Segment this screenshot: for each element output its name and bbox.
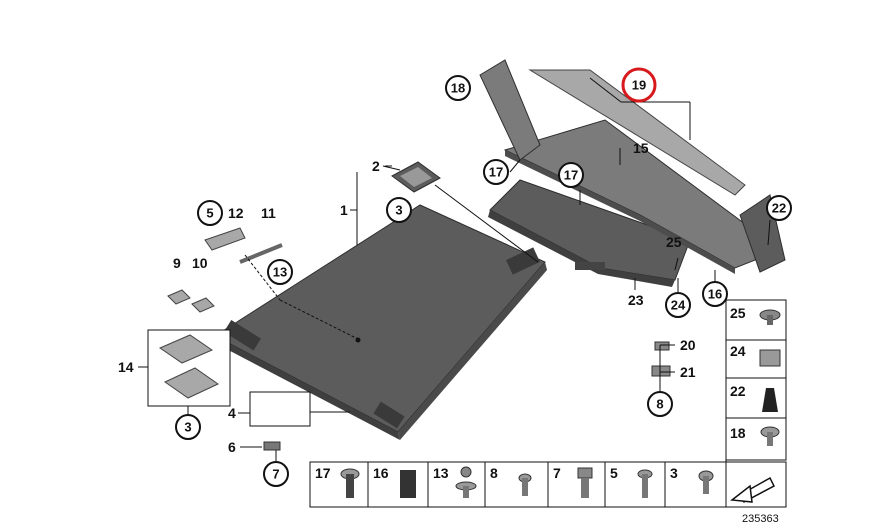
bottom-label-7: 7 bbox=[553, 465, 561, 481]
floor-support[interactable] bbox=[488, 179, 691, 287]
bottom-label-3: 3 bbox=[670, 465, 678, 481]
label-21: 21 bbox=[680, 364, 696, 380]
screw-icon-3 bbox=[698, 470, 714, 494]
clip-nut-icon-24 bbox=[759, 349, 781, 367]
svg-text:19: 19 bbox=[632, 78, 646, 93]
bottom-parts-table: 17 16 13 8 7 5 3 bbox=[309, 460, 787, 508]
svg-text:3: 3 bbox=[395, 203, 402, 218]
callout-13: 13 bbox=[267, 259, 293, 285]
label-25: 25 bbox=[666, 234, 682, 250]
screw-icon-18 bbox=[760, 426, 780, 446]
bottom-label-17: 17 bbox=[315, 465, 331, 481]
callout-22: 22 bbox=[766, 195, 792, 221]
label-10: 10 bbox=[192, 255, 208, 271]
ball-stud-icon-13 bbox=[455, 466, 477, 498]
expanding-rivet-icon-17 bbox=[340, 468, 360, 498]
callout-3b: 3 bbox=[175, 414, 201, 440]
label-11: 11 bbox=[261, 205, 276, 221]
table-label-18: 18 bbox=[730, 425, 746, 441]
svg-text:18: 18 bbox=[451, 81, 465, 96]
clip-21[interactable] bbox=[651, 365, 671, 377]
label-23: 23 bbox=[628, 292, 644, 308]
callout-8: 8 bbox=[647, 391, 673, 417]
pad-10[interactable] bbox=[191, 297, 215, 313]
callout-24: 24 bbox=[665, 292, 691, 318]
hex-bolt-icon-7 bbox=[577, 467, 593, 498]
clip-icon-16 bbox=[400, 470, 416, 498]
bottom-label-13: 13 bbox=[433, 465, 449, 481]
label-12: 12 bbox=[228, 205, 244, 221]
table-label-22: 22 bbox=[730, 383, 746, 399]
callout-7: 7 bbox=[263, 461, 289, 487]
diagram-number: 235363 bbox=[742, 513, 779, 525]
svg-text:22: 22 bbox=[772, 201, 786, 216]
screw-icon-5 bbox=[637, 469, 653, 498]
direction-arrow-icon bbox=[730, 476, 775, 503]
bottom-label-16: 16 bbox=[373, 465, 389, 481]
label-2: 2 bbox=[372, 158, 380, 174]
label-4: 4 bbox=[228, 405, 236, 421]
label-9: 9 bbox=[173, 255, 181, 271]
callout-16: 16 bbox=[702, 281, 728, 307]
callout-19: 19 bbox=[621, 67, 657, 103]
callout-18: 18 bbox=[445, 75, 471, 101]
rubber-buffer-icon-22 bbox=[762, 388, 778, 412]
svg-text:8: 8 bbox=[656, 397, 663, 412]
clip-20[interactable] bbox=[654, 341, 670, 351]
label-20: 20 bbox=[680, 337, 696, 353]
floor-panel[interactable] bbox=[214, 204, 547, 440]
svg-text:17: 17 bbox=[564, 168, 578, 183]
label-1: 1 bbox=[340, 202, 348, 218]
svg-text:24: 24 bbox=[671, 298, 686, 313]
table-label-24: 24 bbox=[730, 343, 746, 359]
clip-6[interactable] bbox=[263, 441, 281, 451]
bottom-label-8: 8 bbox=[490, 465, 498, 481]
label-6: 6 bbox=[228, 439, 236, 455]
callout-5: 5 bbox=[197, 200, 223, 226]
screw-icon-8 bbox=[518, 473, 532, 496]
side-parts-table: 25 24 22 18 bbox=[725, 299, 787, 461]
svg-text:7: 7 bbox=[272, 467, 279, 482]
label-14: 14 bbox=[118, 359, 134, 375]
svg-text:5: 5 bbox=[206, 206, 213, 221]
callout-17a: 17 bbox=[483, 159, 509, 185]
bottom-label-5: 5 bbox=[610, 465, 618, 481]
svg-text:17: 17 bbox=[489, 165, 503, 180]
callout-3a: 3 bbox=[386, 197, 412, 223]
svg-text:3: 3 bbox=[184, 420, 191, 435]
latch-set-14[interactable] bbox=[158, 334, 219, 399]
hinge-part-12[interactable] bbox=[204, 227, 246, 251]
table-label-25: 25 bbox=[730, 305, 746, 321]
svg-text:13: 13 bbox=[273, 265, 287, 280]
svg-text:16: 16 bbox=[708, 287, 722, 302]
sill-cover-strip[interactable] bbox=[528, 69, 746, 196]
callout-17b: 17 bbox=[558, 162, 584, 188]
tray-insert[interactable] bbox=[391, 161, 441, 193]
label-15: 15 bbox=[633, 140, 649, 156]
side-pillar-trim[interactable] bbox=[479, 59, 541, 161]
rod-part-11[interactable] bbox=[239, 243, 283, 264]
pad-9[interactable] bbox=[167, 289, 191, 305]
nut-icon-25 bbox=[759, 309, 781, 325]
